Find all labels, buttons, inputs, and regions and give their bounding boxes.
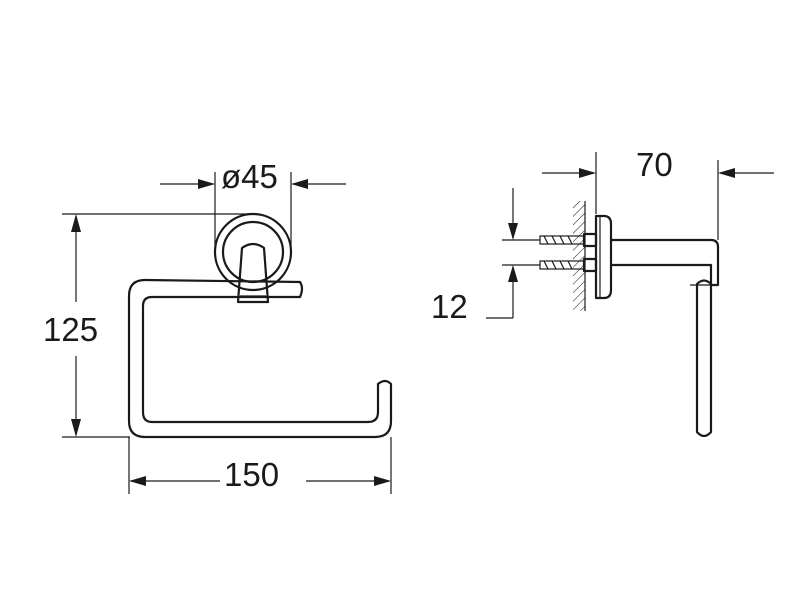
front-holder-outer <box>127 278 393 439</box>
front-rosette-inner <box>221 220 285 284</box>
dim-width: 150 <box>128 437 392 494</box>
height-label: 125 <box>43 311 98 348</box>
wall-screw-upper <box>539 232 598 248</box>
dim-screw-spacing: 12 <box>431 188 540 325</box>
diameter-label: ø45 <box>221 158 278 195</box>
side-view <box>539 201 720 438</box>
width-label: 150 <box>224 456 279 493</box>
side-arm <box>609 238 720 287</box>
dim-height: 125 <box>43 213 253 438</box>
dim-depth: 70 <box>542 146 774 240</box>
dim-diameter: ø45 <box>160 158 346 250</box>
side-hanging-bar <box>695 279 713 438</box>
wall-screw-lower <box>539 257 598 273</box>
front-mount-block <box>236 242 270 304</box>
front-view <box>127 212 393 439</box>
screw-spacing-label: 12 <box>431 288 468 325</box>
wall-hatch <box>573 201 585 311</box>
front-rosette <box>213 212 293 292</box>
side-rosette <box>594 214 613 300</box>
depth-label: 70 <box>636 146 673 183</box>
